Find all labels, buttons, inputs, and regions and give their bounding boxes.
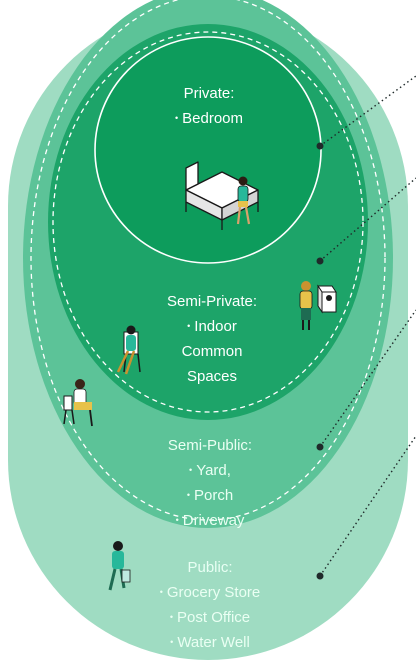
semi-public-zone-label: Semi-Public: Yard, Porch Driveway	[130, 434, 290, 533]
public-zone-label: Public: Grocery Store Post Office Water …	[130, 556, 290, 655]
public-item: Grocery Store	[130, 580, 290, 605]
private-zone-label: Private: Bedroom	[134, 82, 284, 131]
leader-dot-public	[316, 572, 324, 580]
public-title: Public:	[187, 559, 233, 576]
leader-dot-semi-public	[316, 443, 324, 451]
semi-public-title: Semi-Public:	[167, 437, 253, 454]
leader-dot-private	[316, 142, 324, 150]
leader-dots	[316, 142, 324, 580]
public-item: Water Well	[130, 630, 290, 655]
leader-line-semi-private	[319, 177, 416, 262]
semi-public-item: Yard,	[130, 458, 290, 483]
public-item: Post Office	[130, 605, 290, 630]
person-with-bin-icon	[299, 281, 337, 330]
private-zone	[94, 36, 322, 264]
private-item: Bedroom	[134, 106, 284, 131]
semi-private-title: Semi-Private:	[166, 293, 258, 310]
leader-line-public	[319, 435, 416, 577]
leader-line-semi-public	[319, 309, 416, 448]
semi-private-item-cont: Common	[181, 343, 243, 360]
private-title: Private:	[183, 85, 235, 102]
walking-person-icon	[108, 541, 131, 591]
person-on-bed-icon	[236, 176, 251, 225]
leader-line-private	[319, 75, 416, 147]
semi-private-item-cont: Spaces	[186, 368, 238, 385]
semi-private-boundary	[52, 31, 364, 413]
semi-public-item: Driveway	[130, 508, 290, 533]
semi-private-item: Indoor	[132, 314, 292, 339]
person-on-stool-icon	[63, 379, 93, 427]
semi-private-zone-label: Semi-Private: Indoor Common Spaces	[132, 290, 292, 389]
leader-dot-semi-private	[316, 257, 324, 265]
semi-public-boundary	[30, 0, 386, 521]
leader-lines	[319, 75, 416, 577]
semi-public-item: Porch	[130, 483, 290, 508]
